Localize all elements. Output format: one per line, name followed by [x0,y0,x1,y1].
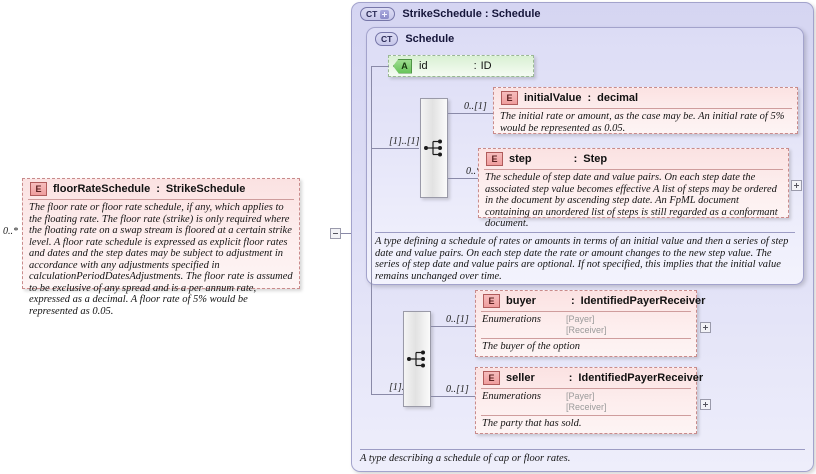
connector-seq-to-buyer [431,326,475,327]
initialValue-description: The initial rate or amount, as the case … [500,111,785,134]
seller-enum-label: Enumerations [482,391,541,402]
expand-toggle-seller[interactable] [700,399,711,410]
initialValue-multiplicity: 0..[1] [464,101,487,112]
connector-seq-to-initialvalue [448,113,494,114]
seller-header: E seller : IdentifiedPayerReceiver [476,368,703,388]
step-multiplicity: 0..* [466,166,481,177]
floorRateSchedule-sep: : [156,183,160,195]
step-name: step [509,153,532,165]
trunk-to-id-attribute [371,66,389,67]
buyer-description: The buyer of the option [482,341,580,352]
sequence-icon [424,139,442,157]
divider [481,338,691,339]
complextype-icon: CT [360,7,396,21]
collapse-toggle-floorRateSchedule[interactable] [330,228,341,239]
divider [484,169,783,170]
buyer-name: buyer [506,295,536,307]
buyer-enum-values: [Payer] [Receiver] [566,314,607,336]
floorRateSchedule-header: E floorRateSchedule : StrikeSchedule [23,179,299,199]
attribute-icon: A [393,58,412,74]
seller-enum-value-payer: [Payer] [566,391,595,401]
element-icon: E [486,152,503,166]
id-attribute-name: id [419,60,428,72]
step-header: E step : Step [479,149,788,169]
sequence-icon [407,350,425,368]
connector-seq-to-step [448,178,492,179]
id-attribute[interactable]: A id : ID [388,55,534,77]
connector-trunk-to-seq-bottom [371,394,419,395]
floorRateSchedule-type: StrikeSchedule [165,183,246,195]
connector-trunk-to-seq-top [371,148,419,149]
initialValue-header: E initialValue : decimal [494,88,797,108]
buyer-enum-value-receiver: [Receiver] [566,325,607,335]
element-icon: E [483,371,500,385]
initialValue-sep: : [587,92,592,104]
buyer-enumerations: Enumerations [Payer] [Receiver] [476,312,696,338]
initialValue-name: initialValue [524,92,582,104]
seller-name: seller [506,372,535,384]
buyer-type: IdentifiedPayerReceiver [580,295,706,307]
connector-seq-to-seller [431,396,475,397]
plus-icon [380,9,390,19]
expand-toggle-buyer[interactable] [700,322,711,333]
buyer-element[interactable]: E buyer : IdentifiedPayerReceiver Enumer… [475,290,705,357]
buyer-enum-value-payer: [Payer] [566,314,595,324]
floorRateSchedule-element[interactable]: E floorRateSchedule : StrikeSchedule The… [22,178,300,317]
step-sep: : [573,153,578,165]
seller-enum-values: [Payer] [Receiver] [566,391,607,413]
step-element[interactable]: E step : Step The schedule of step date … [478,148,789,229]
seller-description: The party that has sold. [482,418,582,429]
id-attribute-sep: : [473,60,477,72]
sequence-top-multiplicity: [1]..[1] [389,136,420,147]
id-attribute-type: ID [480,60,492,72]
divider [481,415,691,416]
divider [481,311,691,312]
element-icon: E [30,182,47,196]
buyer-header: E buyer : IdentifiedPayerReceiver [476,291,705,311]
buyer-sep: : [570,295,575,307]
seller-enumerations: Enumerations [Payer] [Receiver] [476,389,696,415]
expand-toggle-step[interactable] [791,180,802,191]
seller-sep: : [568,372,573,384]
divider [28,199,294,200]
floorRateSchedule-description: The floor rate or floor rate schedule, i… [29,202,293,317]
initialValue-type: decimal [597,92,639,104]
floorRateSchedule-name: floorRateSchedule [53,183,151,195]
buyer-enum-label: Enumerations [482,314,541,325]
initialValue-element[interactable]: E initialValue : decimal The initial rat… [493,87,798,134]
buyer-multiplicity: 0..[1] [446,314,469,325]
seller-enum-value-receiver: [Receiver] [566,402,607,412]
schedule-header: CT Schedule [367,28,803,46]
floorRateSchedule-multiplicity: 0..* [3,226,18,237]
strikeschedule-title: StrikeSchedule : Schedule [402,8,541,20]
divider [481,388,691,389]
strikeschedule-footer: A type describing a schedule of cap or f… [360,448,805,465]
schedule-footer: A type defining a schedule of rates or a… [375,232,795,282]
element-icon: E [501,91,518,105]
step-description: The schedule of step date and value pair… [485,172,778,229]
trunk-vertical-main [371,66,372,394]
seller-type: IdentifiedPayerReceiver [578,372,704,384]
step-type: Step [583,153,608,165]
seller-multiplicity: 0..[1] [446,384,469,395]
complextype-icon: CT [375,32,399,46]
sequence-icon-bottom[interactable] [403,311,431,407]
divider [499,108,792,109]
strikeschedule-header: CT StrikeSchedule : Schedule [352,3,813,21]
complextype-label: CT [381,34,393,44]
element-icon: E [483,294,500,308]
seller-element[interactable]: E seller : IdentifiedPayerReceiver Enume… [475,367,703,434]
schedule-title: Schedule [405,33,455,45]
sequence-icon-top[interactable] [420,98,448,198]
complextype-label: CT [366,9,378,19]
